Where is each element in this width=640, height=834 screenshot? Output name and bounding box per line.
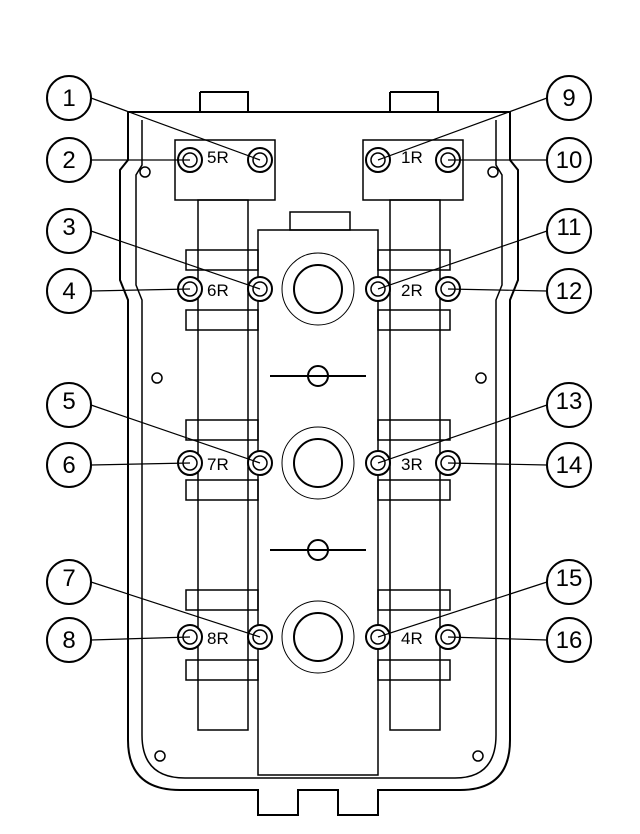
leader-line-6 [90,462,191,466]
cap-label-1r: 1R [401,148,423,167]
callout-circle-13 [546,382,592,428]
cylinder-head-outline [119,91,519,816]
leader-line-8 [90,636,191,641]
callout-circle-8 [46,617,92,663]
callout-14: 14 [556,452,583,479]
callout-circle-6 [46,442,92,488]
leader-line-14 [447,462,548,466]
leader-line-12 [447,288,548,292]
callout-15: 15 [556,565,583,592]
callout-group [46,75,592,663]
callout-6: 6 [62,452,75,479]
leader-line-4 [90,288,191,292]
callout-circle-3 [46,208,92,254]
callout-circle-12 [546,268,592,314]
callout-8: 8 [62,627,75,654]
bolt-group [177,147,461,650]
callout-3: 3 [62,214,75,241]
leader-line-3 [90,230,261,290]
cap-label-7r: 7R [207,455,229,474]
callout-9: 9 [562,85,575,112]
callout-circle-14 [546,442,592,488]
callout-11: 11 [557,214,582,241]
cap-label-6r: 6R [207,281,229,300]
front-caps [174,139,464,201]
callout-5: 5 [62,388,75,415]
leader-line-5 [90,404,261,464]
cap-label-5r: 5R [207,148,229,167]
callout-circle-9 [546,75,592,121]
leader-lines [90,97,548,641]
callout-circle-2 [46,137,92,183]
leader-line-11 [377,230,548,290]
callout-2: 2 [62,147,75,174]
callout-12: 12 [556,278,583,305]
callout-circle-10 [546,137,592,183]
leader-line-9 [377,97,548,161]
cap-label-3r: 3R [401,455,423,474]
callout-13: 13 [556,388,583,415]
leader-line-15 [377,581,548,638]
leader-line-16 [447,636,548,641]
callout-10: 10 [556,147,583,174]
callout-circle-4 [46,268,92,314]
callout-16: 16 [556,627,583,654]
callout-circle-1 [46,75,92,121]
cap-label-8r: 8R [207,629,229,648]
callout-circle-15 [546,559,592,605]
callout-circle-16 [546,617,592,663]
callout-4: 4 [62,278,75,305]
callout-circle-5 [46,382,92,428]
leader-line-13 [377,404,548,464]
mounting-holes [139,166,499,762]
callout-circle-11 [546,208,592,254]
cap-label-4r: 4R [401,629,423,648]
callout-circle-7 [46,559,92,605]
leader-line-7 [90,581,261,638]
cap-label-2r: 2R [401,281,423,300]
spark-plug-bores [270,252,366,674]
center-channel [257,211,379,776]
callout-7: 7 [62,565,75,592]
callout-1: 1 [62,85,75,112]
leader-line-1 [90,97,261,161]
